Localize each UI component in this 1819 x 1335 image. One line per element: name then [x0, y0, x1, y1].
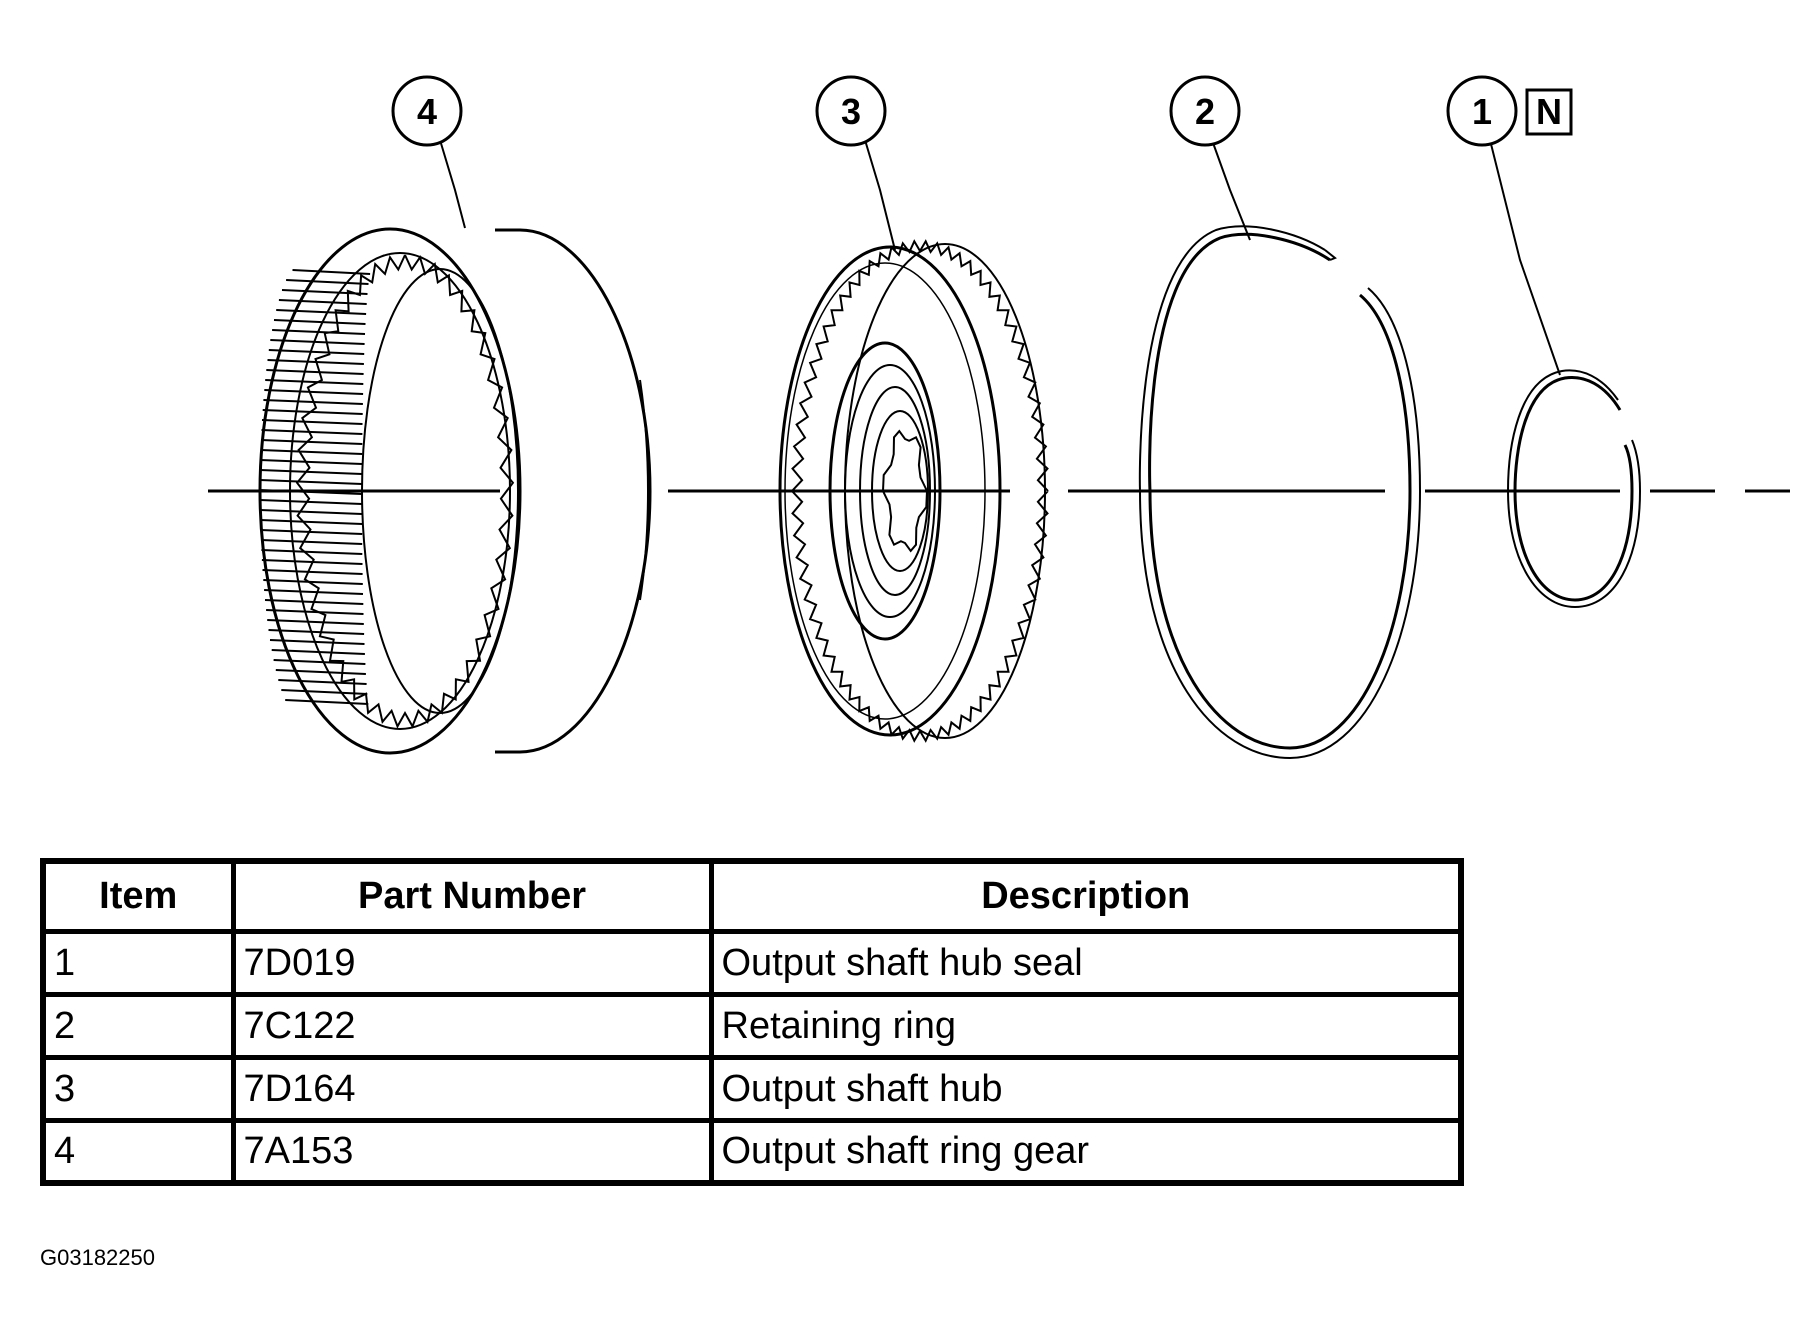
exploded-view-diagram: 4 3 2 1 N [208, 75, 1790, 760]
header-part-number: Part Number [230, 858, 714, 934]
cell-part-number: 7D164 [230, 1054, 714, 1123]
cell-description: Retaining ring [708, 991, 1464, 1060]
cell-description: Output shaft ring gear [708, 1117, 1464, 1186]
new-part-marker: N [1525, 88, 1573, 136]
leader-lines [439, 139, 1561, 376]
cell-part-number: 7C122 [230, 991, 714, 1060]
table-header-row: Item Part Number Description [40, 858, 1464, 934]
table-row: 2 7C122 Retaining ring [40, 991, 1464, 1060]
header-description: Description [708, 858, 1464, 934]
cell-item: 3 [40, 1054, 236, 1123]
retaining-ring-drawing [1138, 225, 1422, 760]
callout-4: 4 [391, 75, 463, 147]
cell-description: Output shaft hub seal [708, 928, 1464, 997]
new-part-marker-label: N [1536, 91, 1562, 132]
cell-description: Output shaft hub [708, 1054, 1464, 1123]
table-row: 1 7D019 Output shaft hub seal [40, 928, 1464, 997]
cell-part-number: 7D019 [230, 928, 714, 997]
cell-part-number: 7A153 [230, 1117, 714, 1186]
cell-item: 4 [40, 1117, 236, 1186]
cell-item: 2 [40, 991, 236, 1060]
table-row: 3 7D164 Output shaft hub [40, 1054, 1464, 1123]
callout-4-label: 4 [417, 91, 437, 132]
callout-2-label: 2 [1195, 91, 1215, 132]
output-shaft-hub-drawing [778, 239, 1049, 743]
callout-2: 2 [1169, 75, 1241, 147]
output-shaft-hub-seal-drawing [1506, 369, 1642, 609]
figure-id: G03182250 [40, 1245, 155, 1270]
callout-3: 3 [815, 75, 887, 147]
header-item: Item [40, 858, 236, 934]
callout-3-label: 3 [841, 91, 861, 132]
callout-1-label: 1 [1472, 91, 1492, 132]
parts-table: Item Part Number Description 1 7D019 Out… [40, 858, 1464, 1186]
table-row: 4 7A153 Output shaft ring gear [40, 1117, 1464, 1186]
cell-item: 1 [40, 928, 236, 997]
callout-1: 1 [1446, 75, 1518, 147]
output-shaft-ring-gear-drawing [258, 227, 652, 755]
